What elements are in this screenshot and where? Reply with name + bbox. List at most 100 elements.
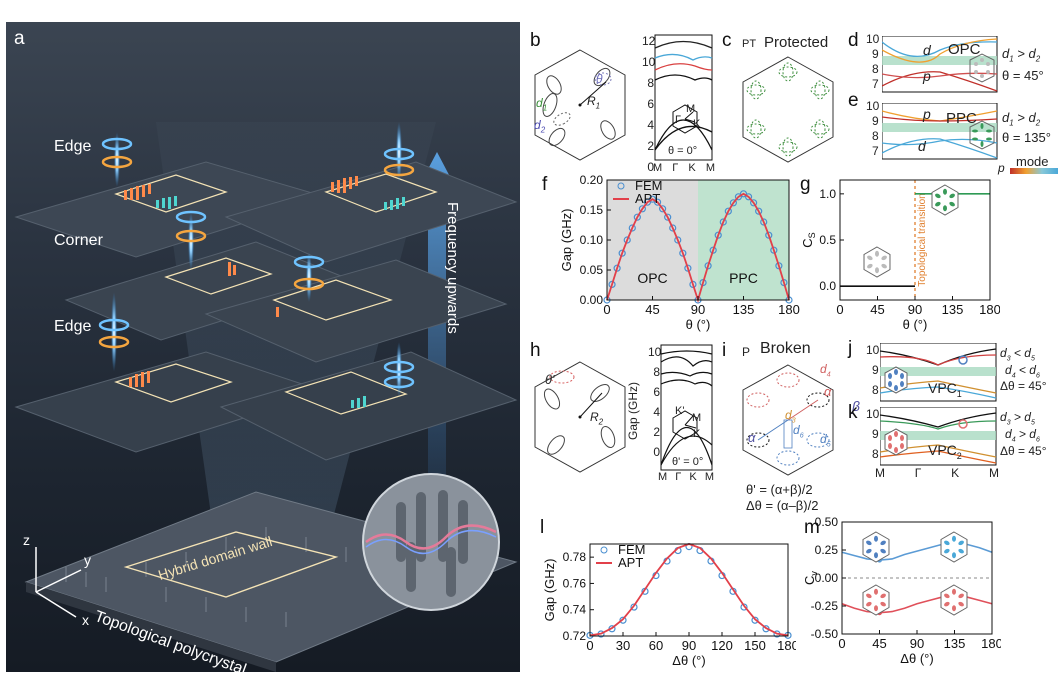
m-hex-2-dot-5 bbox=[944, 540, 950, 546]
g-hex-ppc bbox=[931, 184, 959, 216]
b-k-label: K bbox=[693, 118, 701, 130]
g-hex-opc-dot-3 bbox=[875, 267, 879, 274]
point-fem-29 bbox=[750, 199, 758, 207]
m-hex-3-dot-2 bbox=[880, 601, 886, 607]
d-d-label: d bbox=[923, 42, 931, 58]
point-fem-15 bbox=[679, 249, 687, 257]
m-hex-4-dot-2 bbox=[958, 601, 964, 607]
i-d3: d3 bbox=[785, 408, 796, 425]
panel-b-unitcell bbox=[534, 49, 626, 161]
d-opc-label: OPC bbox=[948, 41, 981, 58]
point-fem-9 bbox=[648, 195, 657, 203]
ytick-label-1: 0.05 bbox=[580, 263, 604, 277]
h-m-label: M bbox=[692, 412, 702, 424]
b-theta-label: θ bbox=[596, 72, 603, 86]
label-corner: Corner bbox=[54, 232, 103, 249]
point-fem-33 bbox=[770, 246, 778, 254]
panel-e-bands bbox=[882, 103, 998, 160]
region-label-opc: OPC bbox=[637, 270, 667, 286]
legend-marker-fem bbox=[617, 182, 625, 190]
g-hex-opc-dot-0 bbox=[875, 250, 879, 257]
ytick-label-2: 0.76 bbox=[563, 576, 587, 590]
j-relation1: d3 < d5 bbox=[1000, 346, 1035, 363]
xtick-label-3: 135 bbox=[944, 636, 966, 651]
g-hex-opc-dot-5 bbox=[867, 255, 873, 261]
mode-p: p bbox=[998, 161, 1005, 175]
xtick-label-0: 0 bbox=[838, 636, 845, 651]
ytick-label-2: 0.00 bbox=[815, 571, 839, 585]
point-fem-11 bbox=[659, 205, 667, 213]
b-theta0-label: θ = 0° bbox=[668, 145, 698, 157]
ytick-label-0: 0.72 bbox=[563, 629, 587, 643]
legend-label-fem: FEM bbox=[618, 542, 645, 557]
g-hex-opc bbox=[863, 246, 891, 278]
ytick-label-4: -0.50 bbox=[811, 627, 839, 641]
b-gamma-label: Γ bbox=[675, 114, 682, 126]
e-d-label: d bbox=[918, 138, 926, 154]
point-fem-27 bbox=[739, 190, 748, 198]
point-fem-3 bbox=[619, 616, 627, 624]
axis-y-label: y bbox=[84, 552, 91, 568]
b-m-label: M bbox=[686, 103, 696, 115]
panel-b-bands bbox=[654, 34, 713, 161]
point-fem-8 bbox=[643, 198, 652, 206]
g-hex-ppc-dot-0 bbox=[943, 188, 947, 195]
g-hex-ppc-dot-1 bbox=[949, 193, 955, 199]
m-hex-1 bbox=[862, 531, 890, 563]
m-hex-3 bbox=[862, 584, 890, 616]
i-d4: d4 bbox=[820, 362, 831, 379]
c-pt-label: PT bbox=[742, 38, 757, 50]
point-fem-13 bbox=[669, 224, 677, 232]
h-kp-label: K' bbox=[675, 405, 685, 417]
k-relation1: d3 > d5 bbox=[1000, 410, 1035, 427]
m-hex-4 bbox=[940, 584, 968, 616]
g-hex-ppc-dot-2 bbox=[949, 201, 955, 207]
m-hex-1-dot-4 bbox=[866, 548, 872, 554]
panel-label-k: k bbox=[848, 402, 858, 423]
xtick-label-0: 0 bbox=[836, 302, 843, 317]
x-axis-label: Δθ (°) bbox=[900, 651, 933, 666]
i-d5: d5 bbox=[820, 432, 831, 449]
panel-a-scene bbox=[14, 122, 518, 672]
ytick-label-3: -0.25 bbox=[811, 599, 839, 613]
m-hex-3-dot-0 bbox=[874, 588, 878, 595]
ytick-label-3: 0.78 bbox=[563, 550, 587, 564]
panel-c-unitcell bbox=[742, 56, 834, 163]
legend-label-apt: APT bbox=[618, 555, 643, 570]
point-fem-15 bbox=[751, 616, 759, 624]
xtick-label-4: 180 bbox=[778, 302, 800, 317]
j-theta: Δθ = 45° bbox=[1000, 379, 1047, 393]
ytick-label-2: 0.10 bbox=[580, 233, 604, 247]
point-fem-7 bbox=[638, 205, 646, 213]
y-axis-label-sub: S bbox=[807, 232, 817, 238]
m-hex-1-dot-3 bbox=[874, 552, 878, 559]
b-d1-label: d1 bbox=[536, 96, 548, 113]
g-hex-opc-dot-4 bbox=[867, 263, 873, 269]
k-theta: Δθ = 45° bbox=[1000, 444, 1047, 458]
panel-j-bands bbox=[880, 343, 997, 402]
panel-d-bands bbox=[882, 36, 998, 93]
m-hex-2-dot-1 bbox=[958, 540, 964, 546]
g-hex-opc-dot-1 bbox=[881, 255, 887, 261]
xtick-label-1: 30 bbox=[616, 638, 630, 653]
xtick-label-2: 90 bbox=[691, 302, 705, 317]
d-theta: θ = 45° bbox=[1002, 68, 1044, 83]
panel-label-m: m bbox=[804, 517, 820, 538]
xtick-label-0: 0 bbox=[603, 302, 610, 317]
y-axis-label: CS bbox=[800, 232, 817, 247]
y-axis-label: Gap (GHz) bbox=[542, 559, 557, 622]
ytick-label-0: 0.50 bbox=[815, 515, 839, 529]
zoom-circle bbox=[362, 473, 500, 611]
e-theta: θ = 135° bbox=[1002, 130, 1051, 145]
m-hex-2-dot-3 bbox=[952, 552, 956, 559]
label-frequency-upwards: Frequency upwards bbox=[444, 202, 461, 334]
h-k-label: K bbox=[693, 428, 701, 440]
mode-colorbar bbox=[1010, 168, 1058, 174]
